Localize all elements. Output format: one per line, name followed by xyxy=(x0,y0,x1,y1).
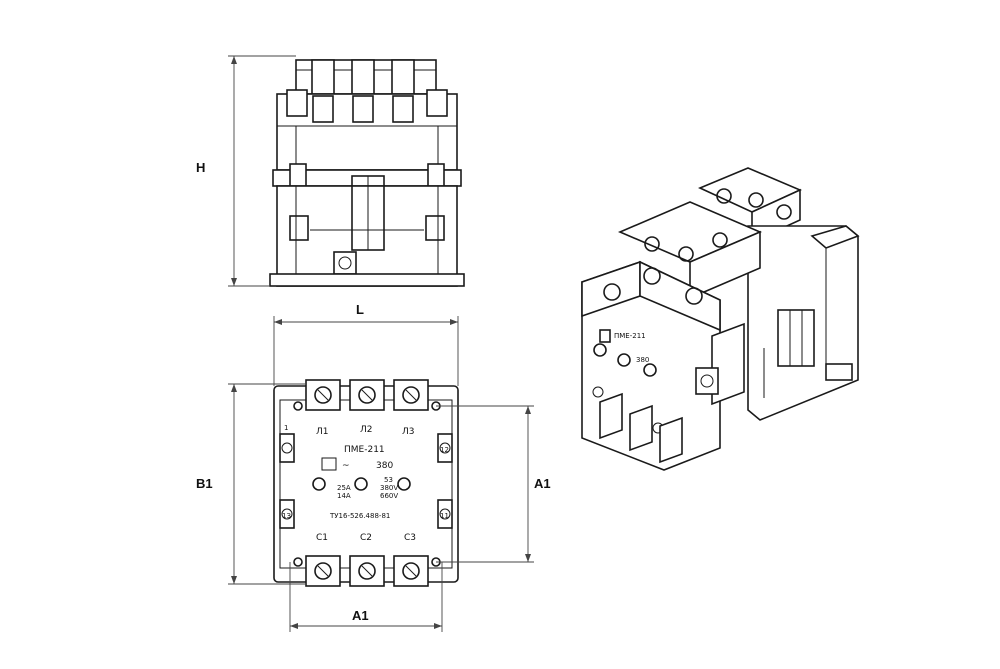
front-view: Л1 Л2 Л3 1 1З 12 11 ПМЕ-211 ~ 380 25A 14… xyxy=(273,379,459,587)
standard-label: ТУ16-526.488-81 xyxy=(329,512,390,520)
iso-model-label: ПМЕ-211 xyxy=(614,332,646,340)
rating-current-2: 14A xyxy=(337,492,351,500)
dimension-h: H xyxy=(196,55,296,287)
aux-left-2: 1З xyxy=(282,512,291,520)
aux-right-1: 12 xyxy=(440,446,449,454)
rating-current-1: 25A xyxy=(337,484,351,492)
side-view xyxy=(269,59,465,287)
a1-side-label: A1 xyxy=(534,476,551,491)
dimension-b1: B1 xyxy=(196,383,306,585)
length-label: L xyxy=(356,302,364,317)
rating-code: 53 xyxy=(384,476,393,484)
model-label: ПМЕ-211 xyxy=(344,445,385,455)
supply-symbol: ~ xyxy=(342,461,350,471)
height-label: H xyxy=(196,160,205,175)
terminal-top-2: Л2 xyxy=(360,425,373,435)
iso-voltage-label: 380 xyxy=(636,356,649,364)
terminal-bottom-2: С2 xyxy=(360,533,372,543)
terminal-top-1: Л1 xyxy=(316,427,329,437)
rating-voltage-1: 380V xyxy=(380,484,398,492)
voltage-label: 380 xyxy=(376,461,393,471)
a1-bottom-label: A1 xyxy=(352,608,369,623)
dimension-a1-side: A1 xyxy=(436,405,551,563)
isometric-view: ПМЕ-211 380 xyxy=(581,167,860,471)
dimension-l: L xyxy=(273,302,459,386)
terminal-top-3: Л3 xyxy=(402,427,415,437)
b1-label: B1 xyxy=(196,476,213,491)
terminal-bottom-1: С1 xyxy=(316,533,328,543)
rating-voltage-2: 660V xyxy=(380,492,398,500)
aux-right-2: 11 xyxy=(440,512,449,520)
terminal-bottom-3: С3 xyxy=(404,533,416,543)
dimension-a1-bottom: A1 xyxy=(289,562,443,632)
aux-left-1: 1 xyxy=(284,424,288,432)
